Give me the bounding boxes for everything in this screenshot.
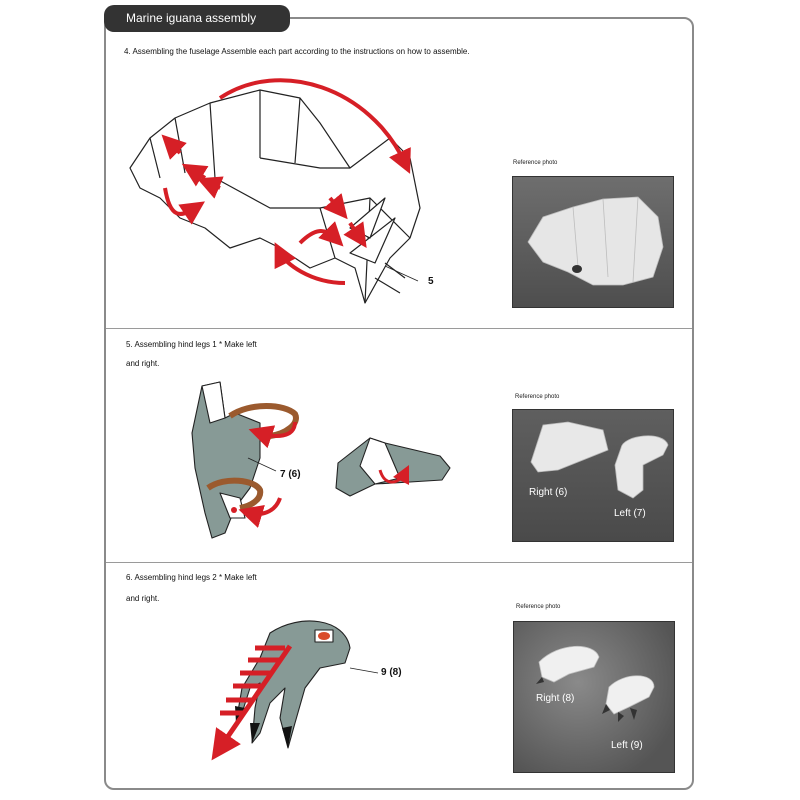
step-6-instruction-line2: and right. — [126, 594, 160, 603]
step-5-instruction-line1: 5. Assembling hind legs 1 * Make left — [126, 340, 257, 349]
step-4-instruction: 4. Assembling the fuselage Assemble each… — [124, 47, 470, 56]
sheet-title: Marine iguana assembly — [104, 5, 290, 32]
section-divider-1 — [106, 328, 692, 329]
section-divider-2 — [106, 562, 692, 563]
step-6-instruction-line1: 6. Assembling hind legs 2 * Make left — [126, 573, 257, 582]
step-5-reference-photo: Right (6) Left (7) — [512, 409, 674, 542]
photo-caption-right-6: Right (6) — [529, 487, 568, 498]
callout-7-6: 7 (6) — [280, 469, 301, 480]
photo-caption-left-9: Left (9) — [611, 740, 643, 751]
step-5-instruction-line2: and right. — [126, 359, 160, 368]
step-6-reference-photo: Right (8) Left (9) — [513, 621, 675, 773]
step-4-reference-label: Reference photo — [513, 160, 558, 166]
photo-caption-left-7: Left (7) — [614, 508, 646, 519]
step-5-reference-label: Reference photo — [515, 394, 560, 400]
claw-arrows — [211, 644, 293, 761]
fuselage-diagram — [129, 78, 421, 304]
shin-part — [335, 437, 451, 497]
strap-upper — [228, 403, 299, 439]
photo-caption-right-8: Right (8) — [536, 693, 575, 704]
hind-leg-2-diagram — [211, 620, 379, 761]
hind-leg-1-diagram — [191, 381, 451, 539]
assembly-arrows — [161, 78, 411, 285]
step-4-reference-photo — [512, 176, 674, 308]
step-6-reference-label: Reference photo — [516, 604, 561, 610]
callout-9-8: 9 (8) — [381, 667, 402, 678]
callout-5: 5 — [428, 276, 434, 287]
thigh-part — [191, 381, 261, 539]
leader-line-5 — [384, 265, 419, 282]
